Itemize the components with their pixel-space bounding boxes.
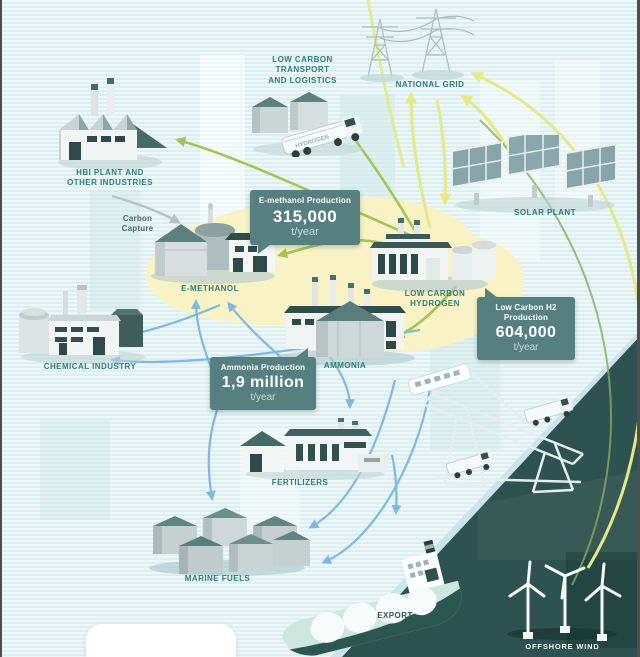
ammonia-production-badge: Ammonia Production 1,9 million t/year	[210, 348, 316, 410]
badge-pointer	[258, 243, 271, 254]
port-crane-icon	[408, 359, 584, 494]
chemical-industry-label: CHEMICAL INDUSTRY	[43, 362, 137, 371]
ammonia-label: AMMONIA	[323, 361, 367, 370]
hbi-factory-icon	[58, 78, 167, 170]
background-band	[40, 420, 110, 520]
flow-yellow-curve	[366, 0, 406, 169]
fertilizers-label: FERTILIZERS	[271, 478, 329, 487]
bottom-card	[86, 624, 236, 657]
emethanol-plant-icon	[151, 203, 279, 284]
ammonia-badge-value: 1,9 million	[221, 374, 305, 391]
hydrogen-badge-value: 604,000	[495, 324, 557, 341]
hydrogen-plant-icon	[370, 218, 496, 292]
flow-green-curve	[479, 119, 613, 586]
carbon-capture-label: Carbon Capture	[121, 214, 154, 234]
emethanol-label: E-METHANOL	[181, 284, 239, 293]
transport-truck-icon: HYDROGEN	[252, 92, 363, 157]
hydrogen-production-badge: Low Carbon H2 Production 604,000 t/year	[477, 288, 575, 360]
solar-plant-label: SOLAR PLANT	[514, 208, 576, 217]
pylon-icon	[360, 8, 475, 82]
badge-pointer	[485, 288, 498, 298]
ammonia-badge-unit: t/year	[250, 391, 276, 403]
hydrogen-badge-title: Low Carbon H2 Production	[495, 303, 557, 322]
ammonia-badge-title: Ammonia Production	[220, 363, 306, 372]
ammonia-plant-icon	[275, 275, 415, 366]
export-label: EXPORT	[377, 611, 413, 620]
national-grid-label: NATIONAL GRID	[395, 80, 465, 89]
hydrogen-badge-unit: t/year	[513, 341, 539, 353]
flow-to-export-arrow-2	[390, 454, 402, 515]
offshore-wind-label: OFFSHORE WIND	[525, 642, 600, 651]
flow-to-export-arrow-1	[321, 389, 432, 564]
left-edge-border	[0, 0, 2, 657]
hbi-label: HBI PLANT AND OTHER INDUSTRIES	[67, 168, 153, 188]
fertilizers-plant-icon	[240, 418, 388, 480]
flow-hydrogen-to-grid-arrow	[405, 91, 432, 229]
emethanol-badge-value: 315,000	[272, 207, 338, 226]
emethanol-badge-title: E-methanol Production	[258, 196, 352, 205]
chemical-plant-icon	[19, 285, 145, 364]
export-ship-icon	[282, 540, 462, 656]
hydrogen-label: LOW CARBON HYDROGEN	[404, 289, 466, 309]
wind-turbines-icon	[507, 560, 622, 641]
marine-fuel-tanks-icon	[149, 508, 310, 576]
flow-hydrogen-to-hbi-arrow	[174, 136, 429, 245]
badge-pointer	[295, 348, 308, 358]
emethanol-production-badge: E-methanol Production 315,000 t/year	[250, 190, 360, 254]
flow-carboncapture-arrow	[111, 194, 181, 224]
right-edge-border	[637, 0, 640, 657]
flow-grid-to-hydrogen-arrow	[435, 99, 452, 206]
solar-panels-icon	[451, 135, 617, 213]
background-band	[200, 55, 245, 225]
transport-label: LOW CARBON TRANSPORT AND LOGISTICS	[268, 55, 337, 85]
background-band	[90, 190, 140, 310]
emethanol-badge-unit: t/year	[291, 225, 319, 238]
marine-fuels-label: MARINE FUELS	[184, 574, 251, 583]
